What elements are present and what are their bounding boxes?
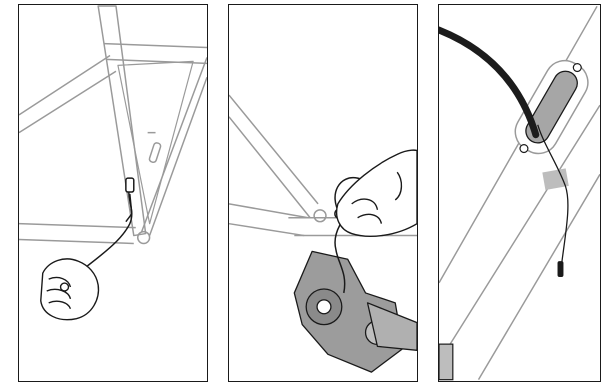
- tape-patch: [542, 168, 568, 190]
- rear-derailleur: [294, 251, 417, 372]
- stay-lower: [229, 204, 308, 236]
- seat-tube: [98, 6, 145, 236]
- down-tube-left: [19, 55, 116, 132]
- derailleur-illustration: [229, 5, 417, 381]
- hand-illustration: [337, 150, 417, 236]
- hand-illustration: [41, 259, 99, 320]
- downtube-port-illustration: [439, 5, 600, 381]
- frame-illustration: [19, 5, 207, 381]
- downtube: [439, 6, 600, 379]
- stay-upper: [229, 95, 318, 218]
- top-tube: [104, 44, 207, 64]
- wire-connector: [558, 261, 564, 277]
- seatstay: [142, 57, 207, 235]
- instruction-panel-1: [18, 4, 208, 382]
- instruction-panel-3: [438, 4, 601, 382]
- instruction-panel-2: [228, 4, 418, 382]
